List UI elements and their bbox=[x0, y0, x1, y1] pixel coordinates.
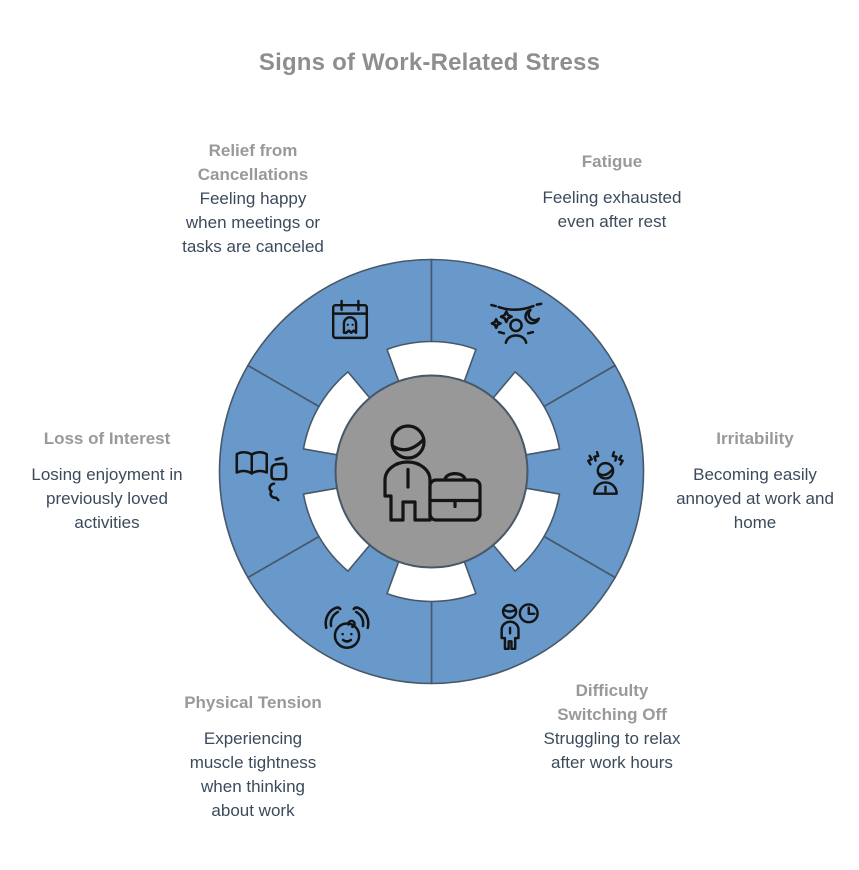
segment-description: Becoming easily annoyed at work and home bbox=[676, 465, 834, 532]
businessperson-briefcase-icon bbox=[383, 424, 482, 522]
segment-description: Feeling happy when meetings or tasks are… bbox=[182, 189, 324, 256]
wheel-segment-difficulty-switching-off bbox=[430, 535, 616, 685]
segment-description: Experiencing muscle tightness when think… bbox=[189, 729, 317, 820]
book-disinterest-icon bbox=[235, 450, 288, 502]
wheel-segment-loss-of-interest bbox=[218, 364, 346, 579]
segment-label-loss-of-interest: Loss of Interest Losing enjoyment in pre… bbox=[17, 427, 197, 535]
segment-label-difficulty-switching-off: Difficulty Switching Off Struggling to r… bbox=[512, 679, 712, 775]
ghost-calendar-icon bbox=[331, 299, 369, 340]
segment-label-physical-tension: Physical Tension Experiencing muscle tig… bbox=[163, 691, 343, 823]
segment-description: Struggling to relax after work hours bbox=[543, 729, 681, 772]
segment-description: Losing enjoyment in previously loved act… bbox=[31, 465, 183, 532]
segment-description: Feeling exhausted even after rest bbox=[542, 188, 682, 231]
segment-heading: Loss of Interest bbox=[43, 429, 171, 448]
head-massage-icon bbox=[324, 606, 370, 649]
segment-heading: Fatigue bbox=[581, 152, 643, 171]
person-clock-icon bbox=[500, 603, 539, 651]
segment-label-fatigue: Fatigue Feeling exhausted even after res… bbox=[512, 150, 712, 234]
angry-person-icon bbox=[587, 450, 624, 495]
segment-heading: Physical Tension bbox=[184, 693, 322, 712]
segment-heading: Relief from Cancellations bbox=[197, 141, 309, 184]
wheel-segment-fatigue bbox=[430, 258, 616, 408]
segment-heading: Difficulty Switching Off bbox=[557, 681, 667, 724]
segment-heading: Irritability bbox=[716, 429, 794, 448]
sleepless-night-icon bbox=[490, 302, 543, 345]
stress-wheel-diagram bbox=[218, 258, 645, 685]
segment-label-relief-from-cancellations: Relief from Cancellations Feeling happy … bbox=[168, 139, 338, 259]
segment-label-irritability: Irritability Becoming easily annoyed at … bbox=[665, 427, 845, 535]
center-hub-circle bbox=[334, 374, 529, 569]
wheel-segment-irritability bbox=[517, 364, 645, 579]
page-title: Signs of Work-Related Stress bbox=[258, 49, 601, 76]
